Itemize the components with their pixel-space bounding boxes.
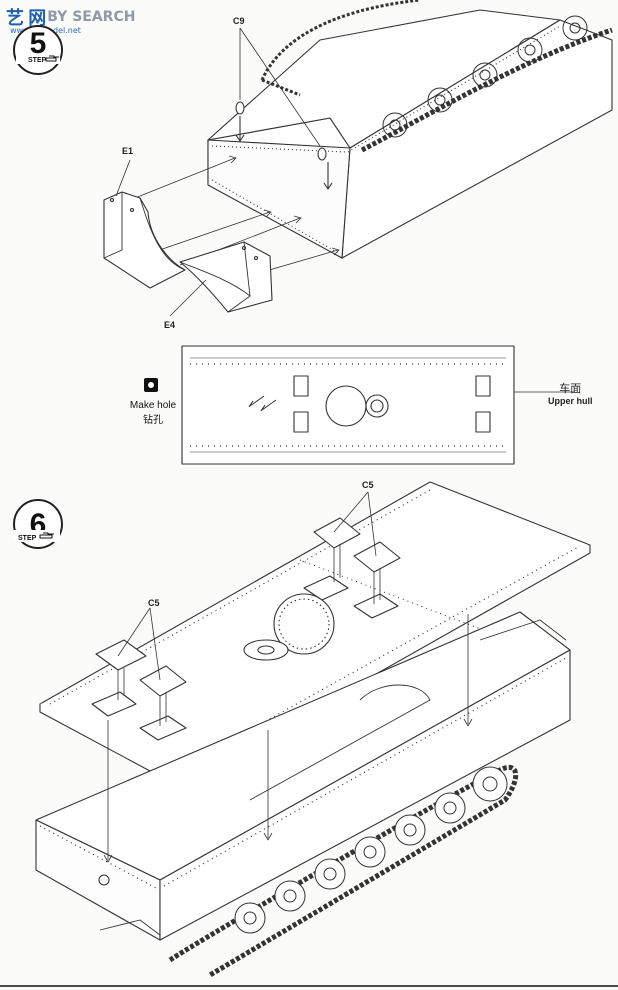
upper-deck-plate — [39, 481, 591, 787]
label-c5-top: C5 — [362, 480, 374, 490]
step-6-word: STEP — [18, 535, 37, 542]
make-hole-en: Make hole — [129, 400, 177, 411]
label-c5-left: C5 — [148, 598, 160, 608]
part-e4 — [169, 241, 273, 317]
upper-hull-cn: 车面 — [559, 382, 582, 395]
step-6-badge: 6 STEP — [13, 499, 63, 549]
label-c9: C9 — [233, 16, 245, 26]
tank-icon — [45, 55, 59, 62]
step-5-word: STEP — [28, 57, 47, 64]
watermark-cn: 艺 网 — [6, 8, 46, 29]
c5-plates — [95, 491, 401, 726]
label-e1: E1 — [122, 146, 134, 156]
make-hole-note: Make hole 钻孔 — [118, 380, 188, 426]
make-hole-cn: 钻孔 — [143, 415, 163, 426]
label-e4: E4 — [164, 320, 176, 330]
watermark-en: BY SEARCH — [47, 9, 136, 25]
step-5-number: 5 — [30, 27, 47, 60]
step-5-hull — [129, 0, 613, 281]
lower-hull — [35, 611, 571, 978]
drill-icon — [144, 378, 158, 392]
upper-hull-plan — [181, 345, 575, 465]
watermark: 艺 网 BY SEARCH — [6, 4, 135, 30]
step-5-badge: 5 STEP — [13, 25, 63, 75]
tank-icon — [39, 532, 54, 539]
part-e1 — [103, 159, 186, 289]
upper-hull-label: 车面 Upper hull — [548, 380, 593, 406]
road-wheels-top — [382, 15, 588, 138]
upper-hull-en: Upper hull — [548, 396, 593, 406]
road-wheels-bottom — [234, 766, 508, 934]
